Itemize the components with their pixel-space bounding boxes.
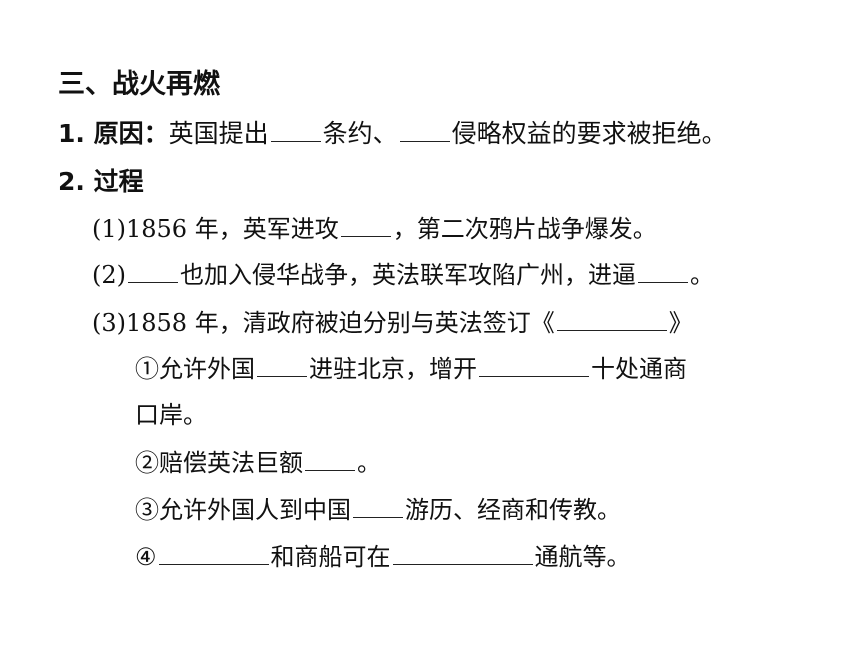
sub1-text-3: 十处通商: [591, 355, 687, 383]
item2-text-3: 。: [690, 261, 714, 289]
sub3-text-2: 游历、经商和传教。: [405, 496, 621, 524]
blank-treaty-name[interactable]: [556, 308, 667, 331]
cause-label: 1. 原因：: [58, 119, 169, 148]
sub-item-3: ③允许外国人到中国 游历、经商和传教。: [135, 493, 621, 527]
sub-item-4: ④ 和商船可在 通航等。: [135, 540, 631, 574]
sub1-text-1: ①允许外国: [135, 355, 255, 383]
section-title: 三、战火再燃: [58, 69, 220, 100]
blank-rights[interactable]: [399, 119, 450, 142]
blank-advance-target[interactable]: [638, 260, 688, 283]
sub-item-1-continued: 口岸。: [135, 401, 207, 429]
item1-text-1: (1)1856 年，英军进攻: [92, 215, 339, 243]
item1-text-2: ，第二次鸦片战争爆发。: [392, 215, 657, 243]
sub4-text-2: 和商船可在: [270, 543, 391, 571]
item2-text-1: (2): [92, 261, 126, 289]
blank-warships[interactable]: [158, 542, 269, 565]
cause-text-2: 条约、: [322, 119, 398, 148]
sub2-text-1: ②赔偿英法巨额: [135, 449, 303, 477]
item3-text-2: 》: [668, 309, 693, 337]
sub-item-2: ②赔偿英法巨额 。: [135, 446, 381, 480]
sub4-text-3: 通航等。: [534, 543, 631, 571]
blank-attack-target[interactable]: [340, 214, 391, 237]
blank-river[interactable]: [392, 542, 533, 565]
blank-treaty[interactable]: [270, 119, 321, 142]
sub3-text-1: ③允许外国人到中国: [135, 496, 351, 524]
item3-text-1: (3)1858 年，清政府被迫分别与英法签订《: [92, 309, 555, 337]
sub-item-1: ①允许外国 进驻北京，增开 十处通商: [135, 352, 687, 386]
process-item-2: (2) 也加入侵华战争，英法联军攻陷广州，进逼 。: [92, 258, 714, 292]
process-item-1: (1)1856 年，英军进攻 ，第二次鸦片战争爆发。: [92, 212, 657, 246]
blank-ally-country[interactable]: [128, 260, 178, 283]
blank-inland[interactable]: [353, 495, 403, 518]
process-item-3: (3)1858 年，清政府被迫分别与英法签订《 》: [92, 306, 693, 340]
sub2-text-2: 。: [357, 449, 381, 477]
sub4-text-1: ④: [135, 543, 157, 571]
cause-text-1: 英国提出: [168, 119, 269, 148]
cause-text-3: 侵略权益的要求被拒绝。: [451, 119, 727, 148]
blank-indemnity[interactable]: [305, 448, 355, 471]
item2-text-2: 也加入侵华战争，英法联军攻陷广州，进逼: [180, 261, 636, 289]
blank-ports[interactable]: [479, 354, 589, 377]
blank-envoys[interactable]: [257, 354, 307, 377]
sub1-text-2: 进驻北京，增开: [309, 355, 477, 383]
cause-line: 1. 原因：英国提出 条约、 侵略权益的要求被拒绝。: [58, 117, 727, 151]
process-label: 2. 过程: [58, 167, 144, 196]
